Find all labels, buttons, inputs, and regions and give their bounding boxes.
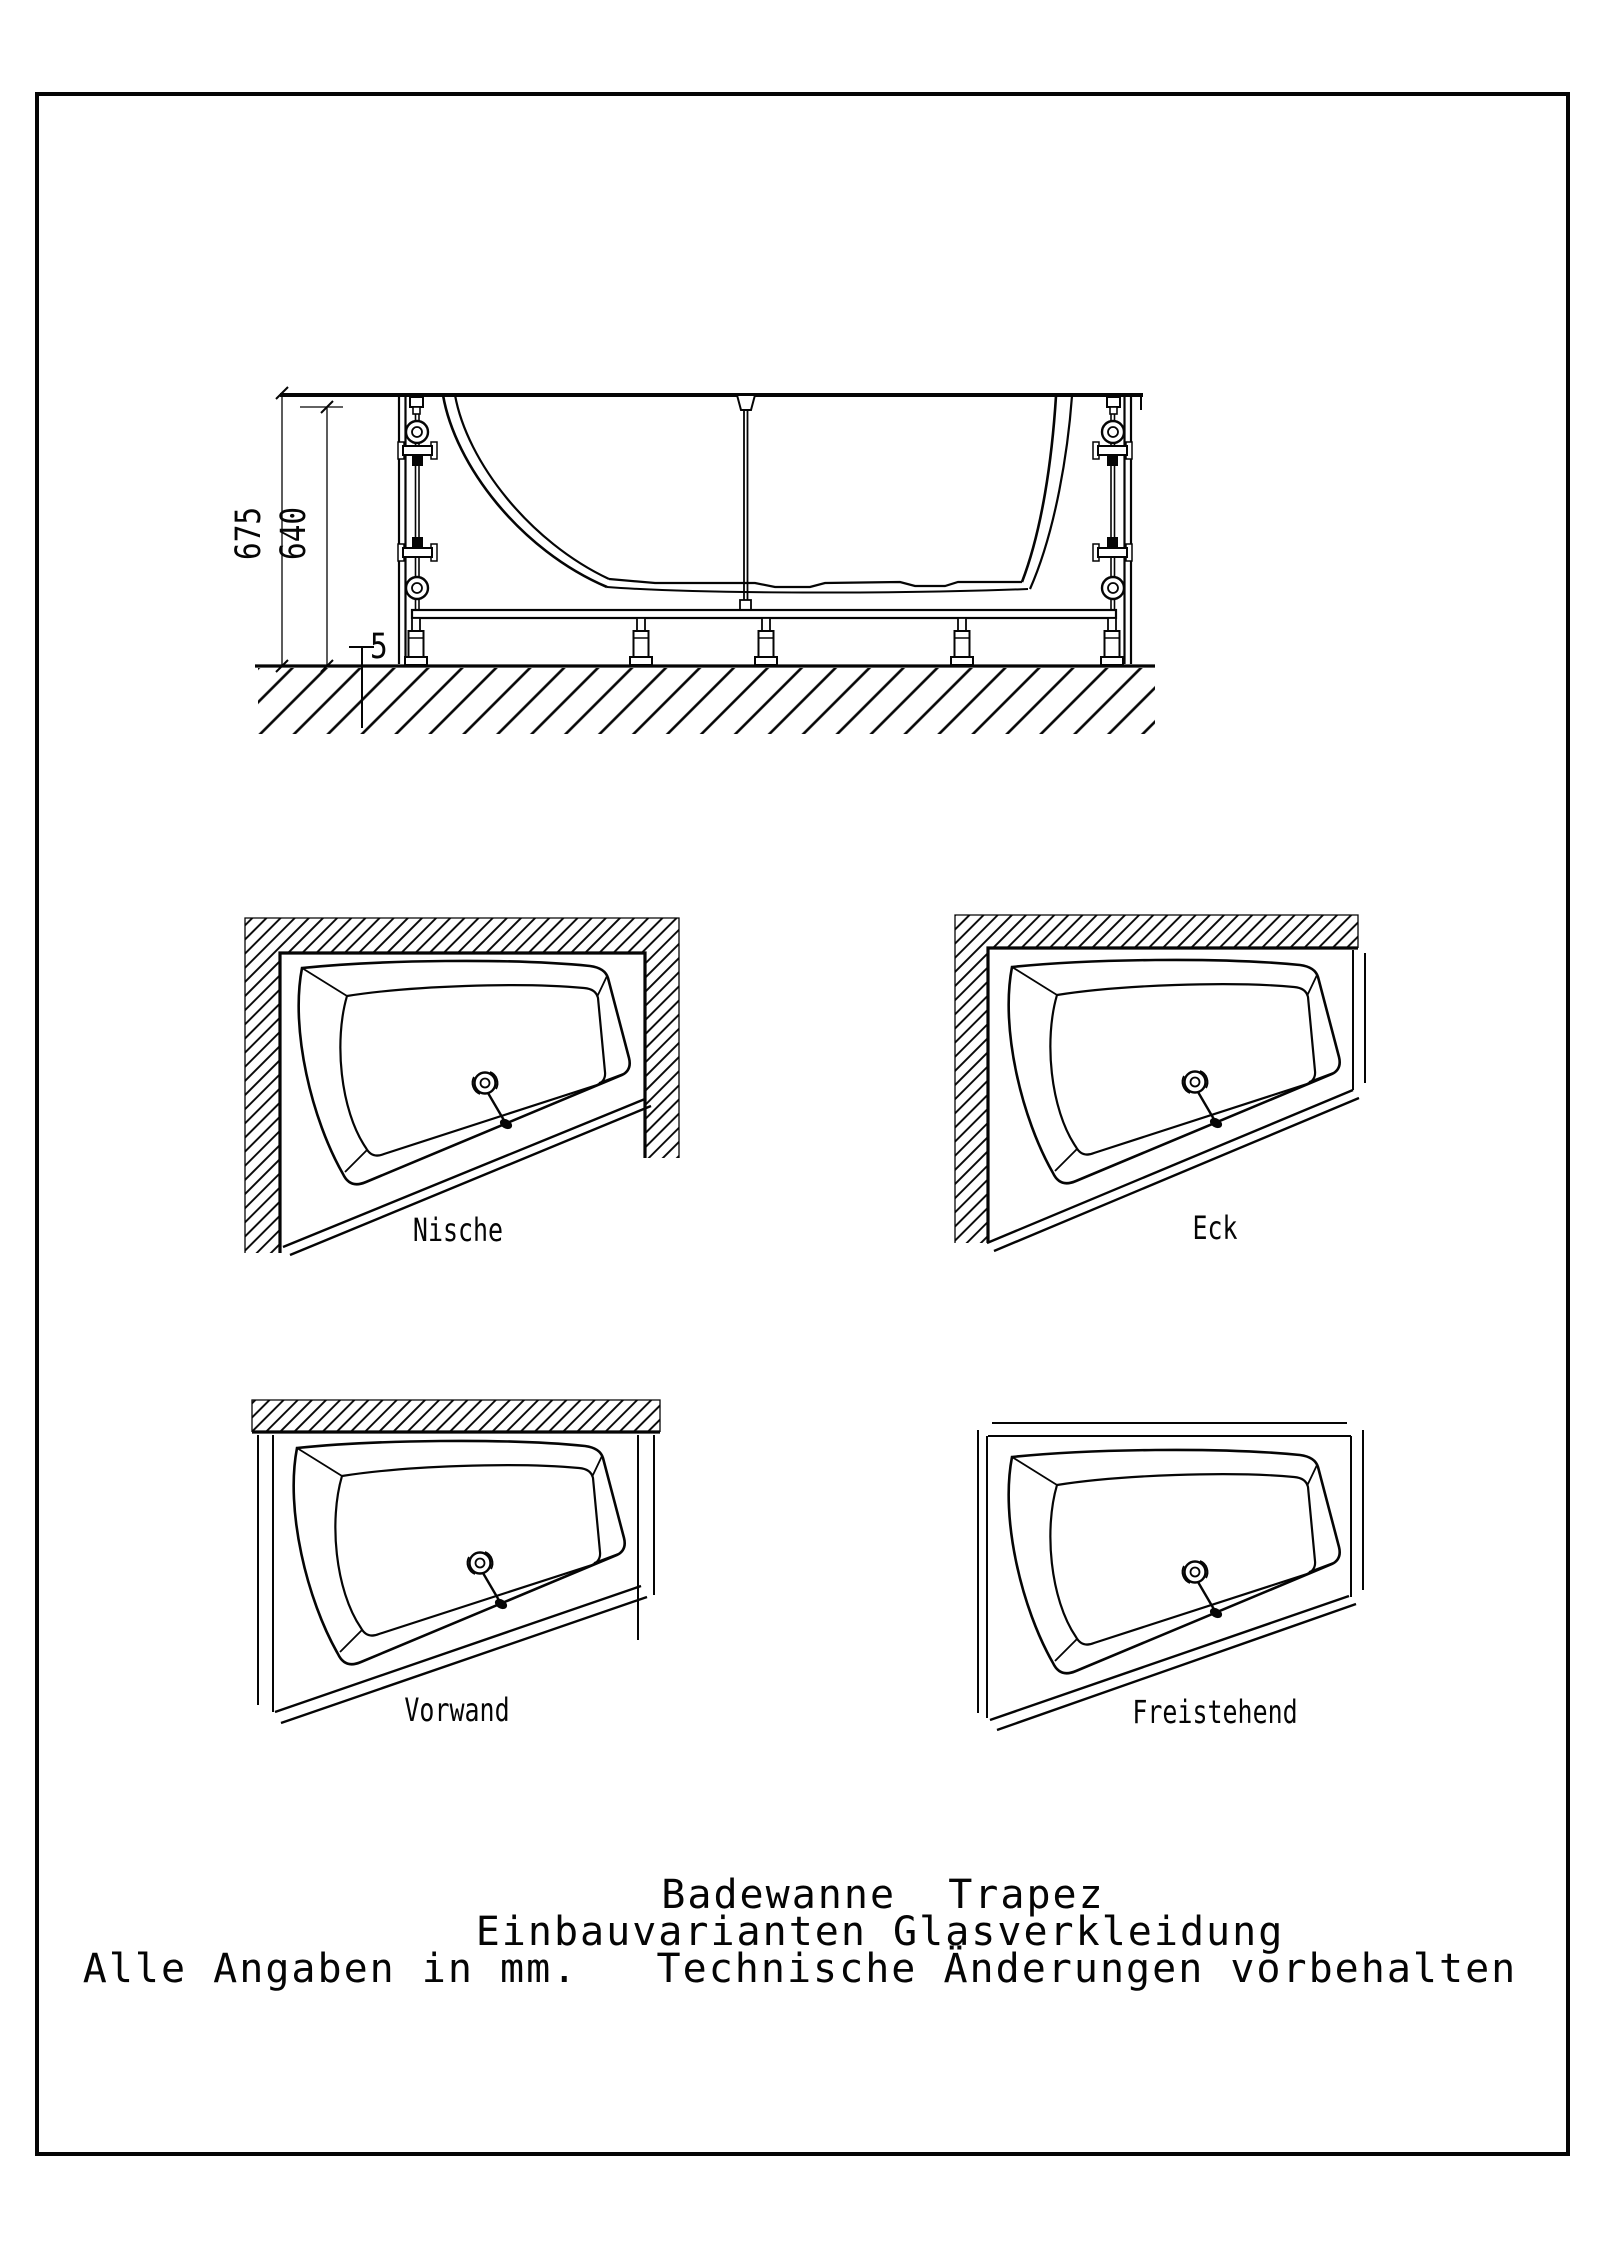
dim-5: 5 [370,626,388,667]
variant-label-vorwand: Vorwand [404,1691,510,1729]
glass-panel-back [988,1422,1351,1437]
tub-plan [1007,958,1341,1185]
tub-plan [1007,1448,1341,1675]
variant-view-eck [954,914,1366,1253]
variant-view-freistehend [977,1422,1364,1732]
floor-hatching [255,664,1155,734]
title-line-1: Badewanne Trapez [661,1872,1105,1918]
variant-label-freistehend: Freistehend [1132,1693,1298,1731]
glass-panel-right [1352,950,1366,1090]
glass-panel-front [274,1584,648,1725]
variant-label-eck: Eck [1192,1209,1238,1247]
glass-panel-front [986,1088,1360,1253]
variant-view-vorwand [251,1399,661,1725]
dim-640: 640 [273,507,314,560]
dimension-lines: 675 640 5 [228,386,388,728]
tub-plan [292,1439,626,1666]
center-strut [735,394,757,611]
glass-panel-left [257,1435,274,1712]
glass-panel-right [637,1435,655,1640]
wall-hatch [252,1400,660,1432]
glass-panel-front [989,1594,1357,1732]
title-line-3: Alle Angaben in mm. Technische Änderunge… [82,1946,1518,1992]
glass-panel-right [1350,1430,1364,1597]
variant-label-nische: Nische [412,1211,504,1249]
tub-plan [297,959,631,1186]
glass-panel-front [282,1097,652,1257]
glass-panel-left [977,1430,988,1718]
variant-view-nische [244,917,680,1257]
elevation-section-view: 675 640 5 [228,386,1155,734]
title-line-2: Einbauvarianten Glasverkleidung [475,1909,1285,1955]
drawing-border-frame [35,92,1570,2156]
dim-675: 675 [228,507,269,560]
adjustable-feet [404,617,1124,666]
frame-rail [410,608,1118,620]
bathtub-section-outline [280,393,1143,594]
